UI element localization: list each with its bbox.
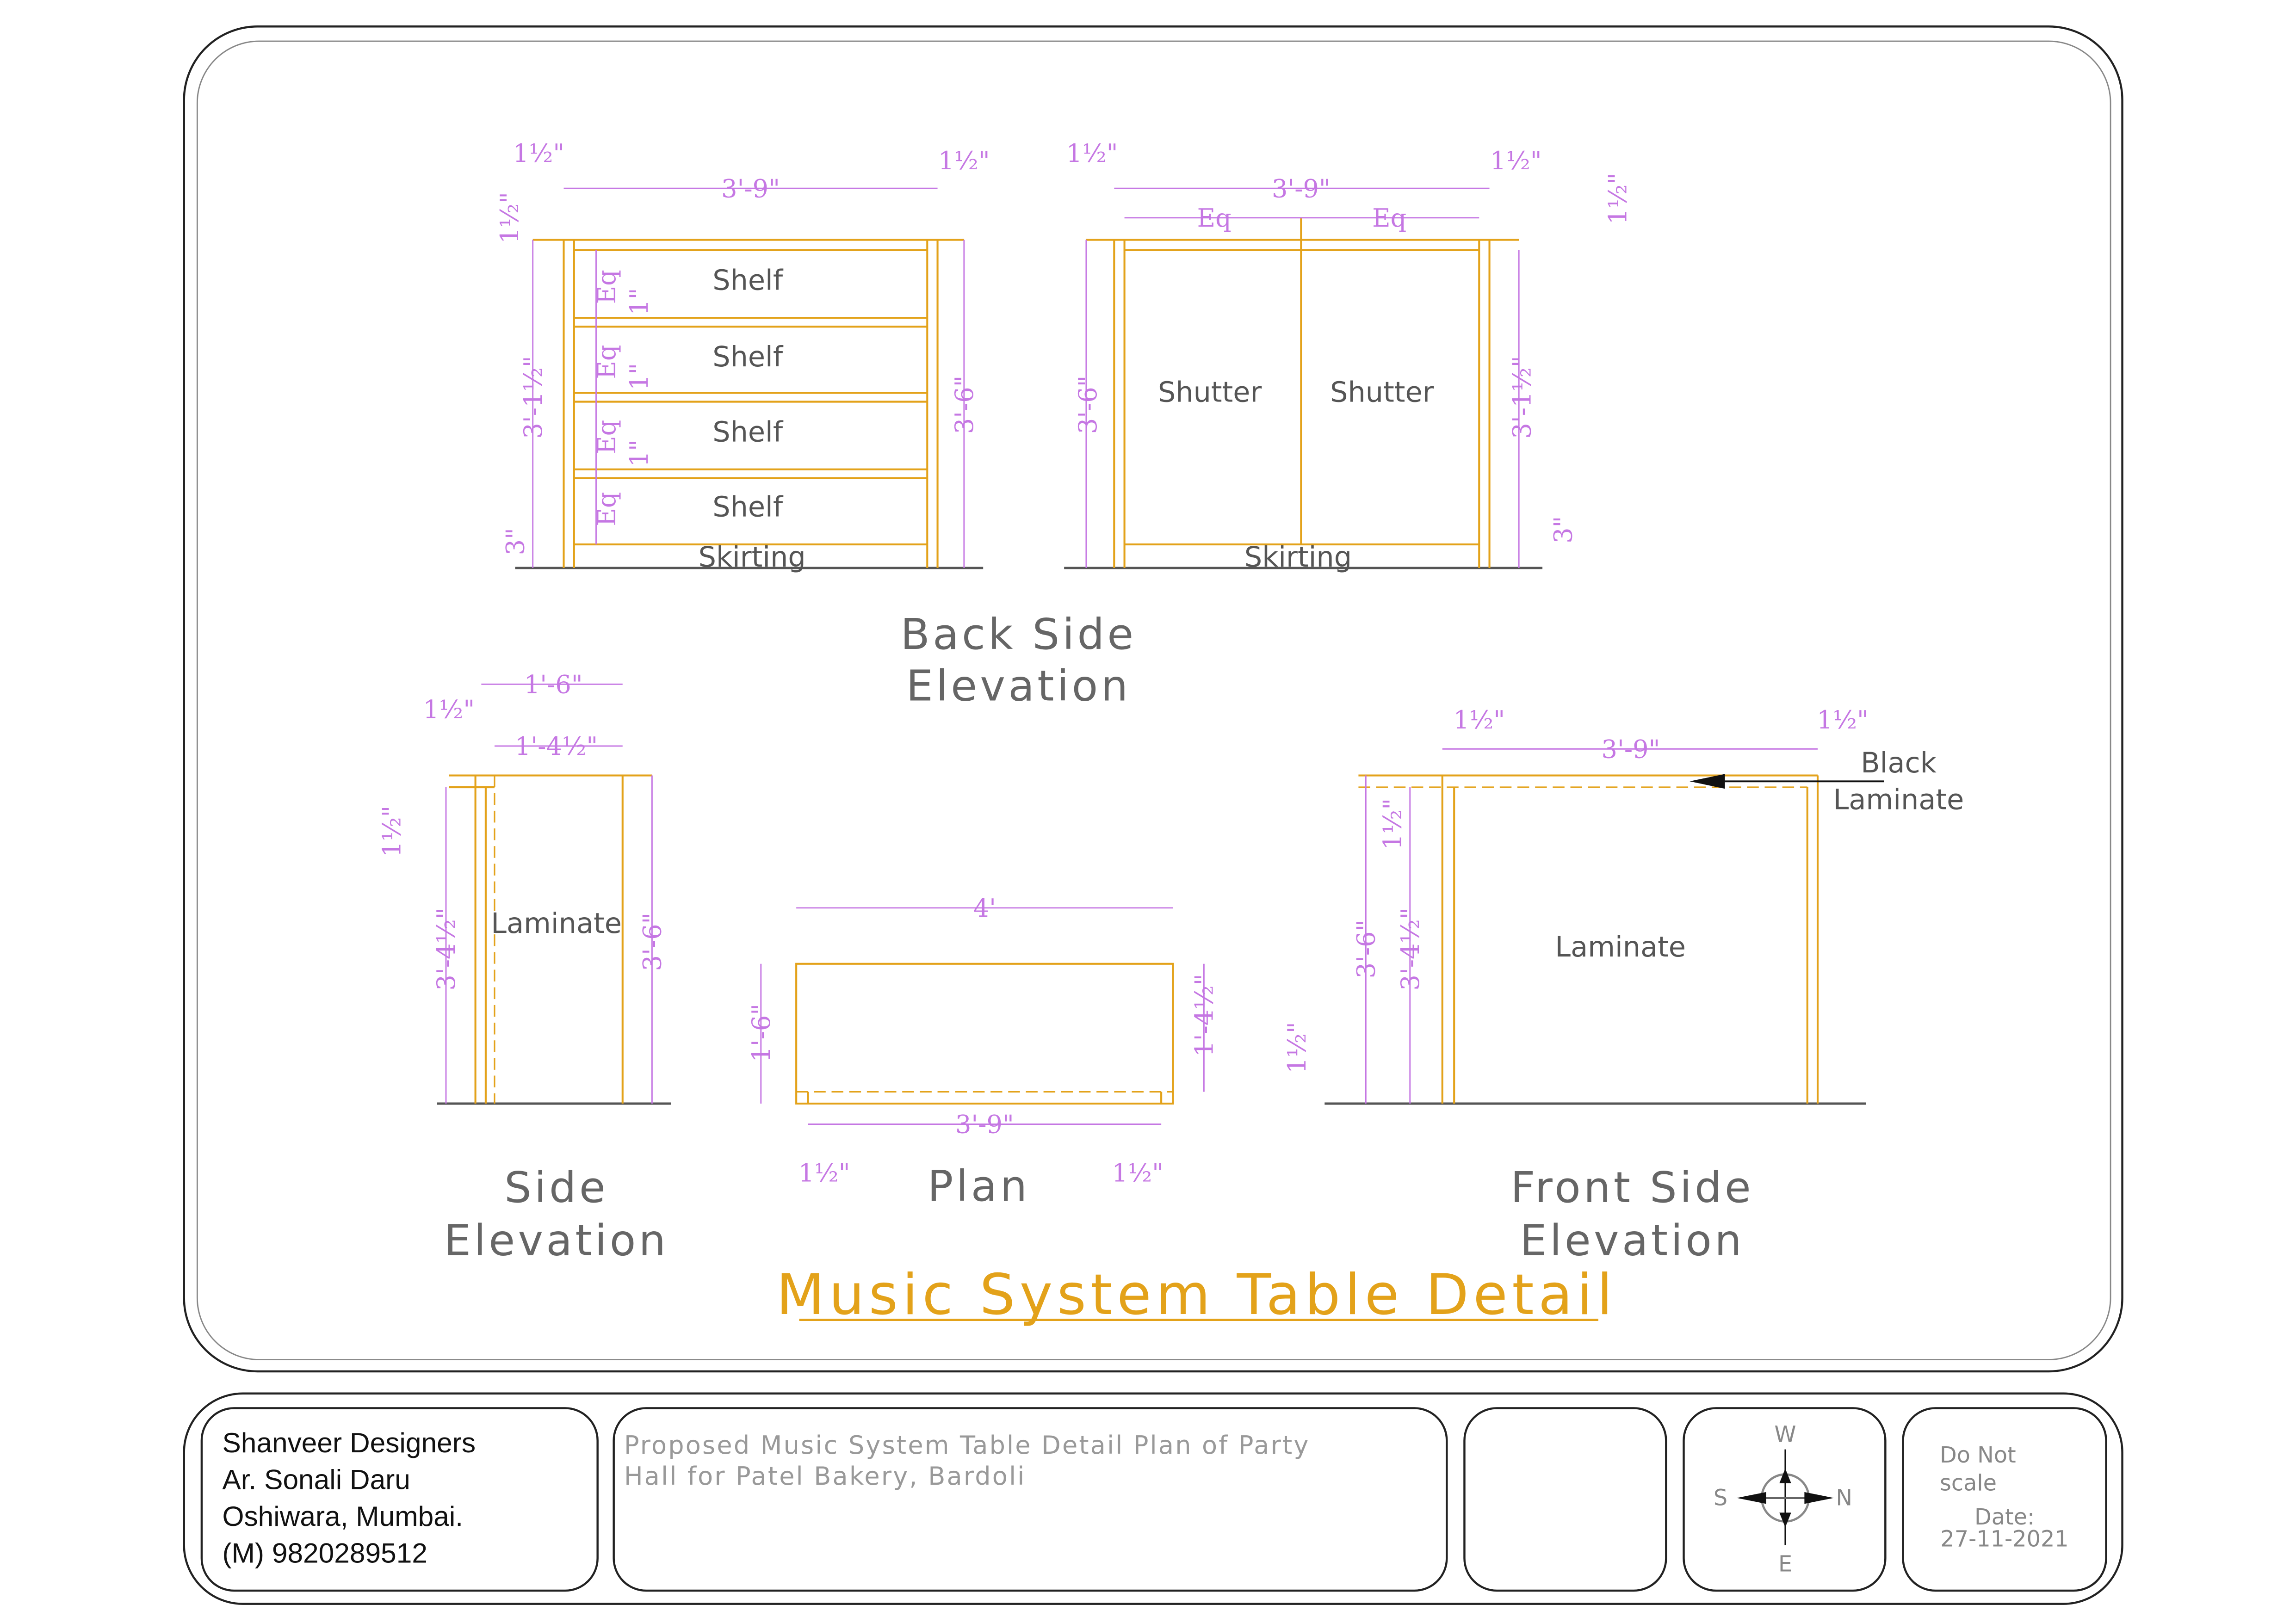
firm-name: Shanveer Designers <box>222 1427 476 1458</box>
dim-eq: Eq <box>592 345 621 379</box>
front-elevation: Black Laminate Laminate 3'-9" 1½" 1½" 1½… <box>1324 705 1964 1105</box>
title-block: Shanveer Designers Ar. Sonali Daru Oshiw… <box>183 1392 2123 1605</box>
dim-eq: Eq <box>1197 204 1232 233</box>
dim-width: 3'-9" <box>1272 174 1331 203</box>
inner-border <box>196 40 2111 1360</box>
dim-eq: Eq <box>592 420 621 454</box>
shelf-label: Shelf <box>712 265 784 297</box>
scale-note: scale <box>1940 1471 1997 1496</box>
skirting-label: Skirting <box>1244 541 1352 574</box>
callout-label: Black <box>1861 747 1937 779</box>
dim-length: 4' <box>973 894 996 923</box>
architect-name: Ar. Sonali Daru <box>222 1463 410 1495</box>
dim-left: 1½" <box>798 1159 850 1188</box>
dim-top: 1½" <box>1603 173 1632 225</box>
dim-height: 3'-6" <box>1351 920 1380 979</box>
dim-side: 1½" <box>423 695 475 724</box>
side-elevation-title: Elevation <box>444 1216 669 1265</box>
dim-eq: Eq <box>1372 204 1406 233</box>
side-elevation: Laminate 1'-6" 1'-4½" 1½" 1½" 3'-4½" 3'-… <box>377 670 671 1105</box>
dim-side-left: 1½" <box>513 139 565 168</box>
dim-back: 1½" <box>1282 1022 1312 1074</box>
back-elevation-shelves: Shelf Shelf Shelf Shelf Skirting 3'-9" 1… <box>495 139 990 574</box>
callout-label: Laminate <box>1833 784 1964 816</box>
side-elevation-title: Side <box>504 1162 608 1212</box>
scale-note: Do Not <box>1940 1443 2016 1468</box>
firm-address: Oshiwara, Mumbai. <box>222 1500 463 1532</box>
dim-right: 1½" <box>1817 705 1869 734</box>
arrow-icon <box>1690 774 1725 789</box>
dim-left: 1½" <box>1453 705 1505 734</box>
dim-top: 1½" <box>495 192 524 244</box>
dim-height: 3'-6" <box>637 913 667 971</box>
dim-right: 1½" <box>1112 1159 1163 1188</box>
dim-skirting: 3" <box>1549 516 1578 543</box>
dim-height: 3'-6" <box>1073 375 1102 434</box>
firm-phone: (M) 9820289512 <box>222 1537 427 1569</box>
dim-side-left: 1½" <box>1066 139 1118 168</box>
project-description: Proposed Music System Table Detail Plan … <box>624 1431 1310 1460</box>
dim-side-right: 1½" <box>1490 146 1542 175</box>
dim-inner-height: 3'-4½" <box>1396 907 1425 990</box>
plan-view: 4' 3'-9" 1'-6" 1'-4½" 1½" 1½" 1½" <box>747 894 1312 1188</box>
back-elevation-shutters: Shutter Shutter Skirting 3'-9" Eq Eq 1½"… <box>1064 139 1632 574</box>
dim-width: 3'-9" <box>1602 734 1660 764</box>
dim-inner-height: 3'-1½" <box>1508 356 1537 438</box>
project-description: Hall for Patel Bakery, Bardoli <box>624 1462 1026 1491</box>
compass-icon <box>1737 1449 1834 1545</box>
dim-depth: 1'-6" <box>747 1004 776 1062</box>
laminate-label: Laminate <box>491 907 622 940</box>
dim-top: 1½" <box>1378 798 1407 850</box>
date-value: 27-11-2021 <box>1940 1527 2068 1552</box>
compass-west: W <box>1774 1422 1796 1448</box>
dim-width: 3'-9" <box>721 174 780 203</box>
dim-eq: Eq <box>592 270 621 304</box>
dim-top: 1½" <box>377 806 406 858</box>
dim-depth: 1'-6" <box>524 670 583 699</box>
back-elevation-title: Back Side <box>901 609 1137 659</box>
shelf-label: Shelf <box>712 491 784 524</box>
dim-shelf-thk: 1" <box>625 288 654 315</box>
shutter-label: Shutter <box>1158 376 1262 409</box>
dim-inner-height: 3'-1½" <box>519 356 548 438</box>
dim-shelf-thk: 1" <box>625 439 654 467</box>
dim-inner-depth: 1'-4½" <box>1189 974 1219 1056</box>
dim-side-right: 1½" <box>938 146 990 175</box>
dim-inner-height: 3'-4½" <box>432 907 461 990</box>
dim-eq: Eq <box>592 492 621 526</box>
back-elevation-title: Elevation <box>906 660 1131 710</box>
date-label: Date: <box>1974 1505 2035 1530</box>
shutter-label: Shutter <box>1330 376 1434 409</box>
shelf-label: Shelf <box>712 341 784 373</box>
drawing-title: Music System Table Detail <box>776 1262 1617 1327</box>
plan-title: Plan <box>928 1161 1030 1211</box>
compass-east: E <box>1778 1552 1792 1577</box>
dim-inner-length: 3'-9" <box>955 1110 1014 1139</box>
laminate-label: Laminate <box>1555 931 1686 963</box>
front-elevation-title: Elevation <box>1520 1216 1745 1265</box>
dim-inner-depth: 1'-4½" <box>515 732 598 761</box>
compass-south: S <box>1714 1485 1727 1511</box>
outer-border <box>183 25 2123 1373</box>
dim-skirting: 3" <box>501 528 530 555</box>
skirting-label: Skirting <box>699 541 806 574</box>
shelf-label: Shelf <box>712 416 784 448</box>
dim-height: 3'-6" <box>950 375 979 434</box>
compass-north: N <box>1836 1485 1852 1511</box>
front-elevation-title: Front Side <box>1510 1162 1754 1212</box>
dim-shelf-thk: 1" <box>625 363 654 390</box>
